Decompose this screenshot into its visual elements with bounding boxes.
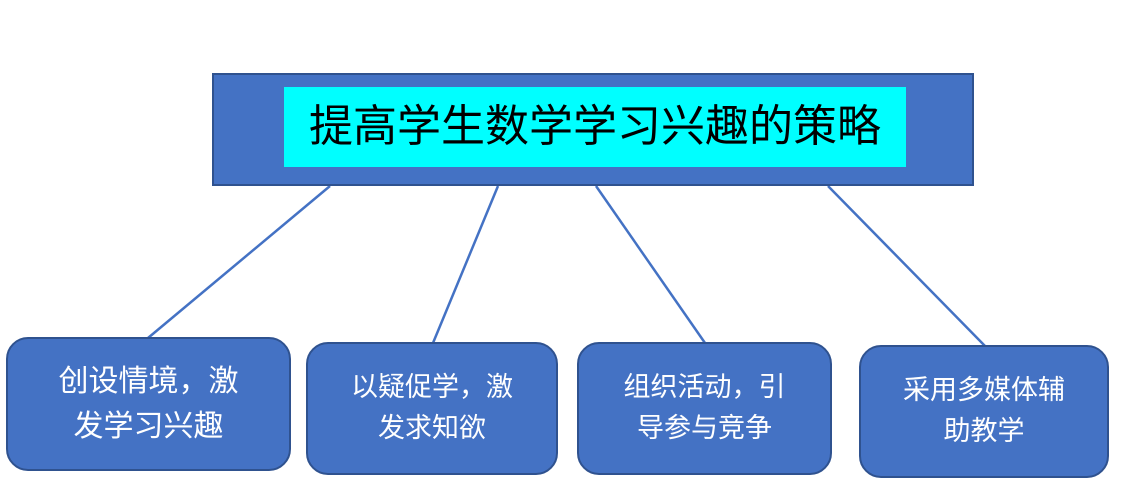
- child-node-label: 以疑促学，激 发求知欲: [351, 372, 513, 444]
- child-node-1: 创设情境，激 发学习兴趣: [6, 337, 291, 471]
- connector-line-3: [594, 185, 707, 344]
- child-node-label: 采用多媒体辅 助教学: [903, 375, 1065, 447]
- root-node: 提高学生数学学习兴趣的策略: [212, 73, 974, 186]
- child-node-label: 组织活动，引 导参与竞争: [623, 372, 786, 444]
- connector-line-4: [827, 185, 986, 347]
- connector-line-2: [431, 185, 500, 344]
- child-node-label: 创设情境，激 发学习兴趣: [58, 364, 239, 444]
- child-node-2: 以疑促学，激 发求知欲: [306, 342, 558, 475]
- root-title: 提高学生数学学习兴趣的策略: [284, 87, 906, 167]
- connector-line-1: [147, 185, 331, 339]
- child-node-4: 采用多媒体辅 助教学: [859, 345, 1109, 478]
- child-node-3: 组织活动，引 导参与竞争: [577, 342, 832, 475]
